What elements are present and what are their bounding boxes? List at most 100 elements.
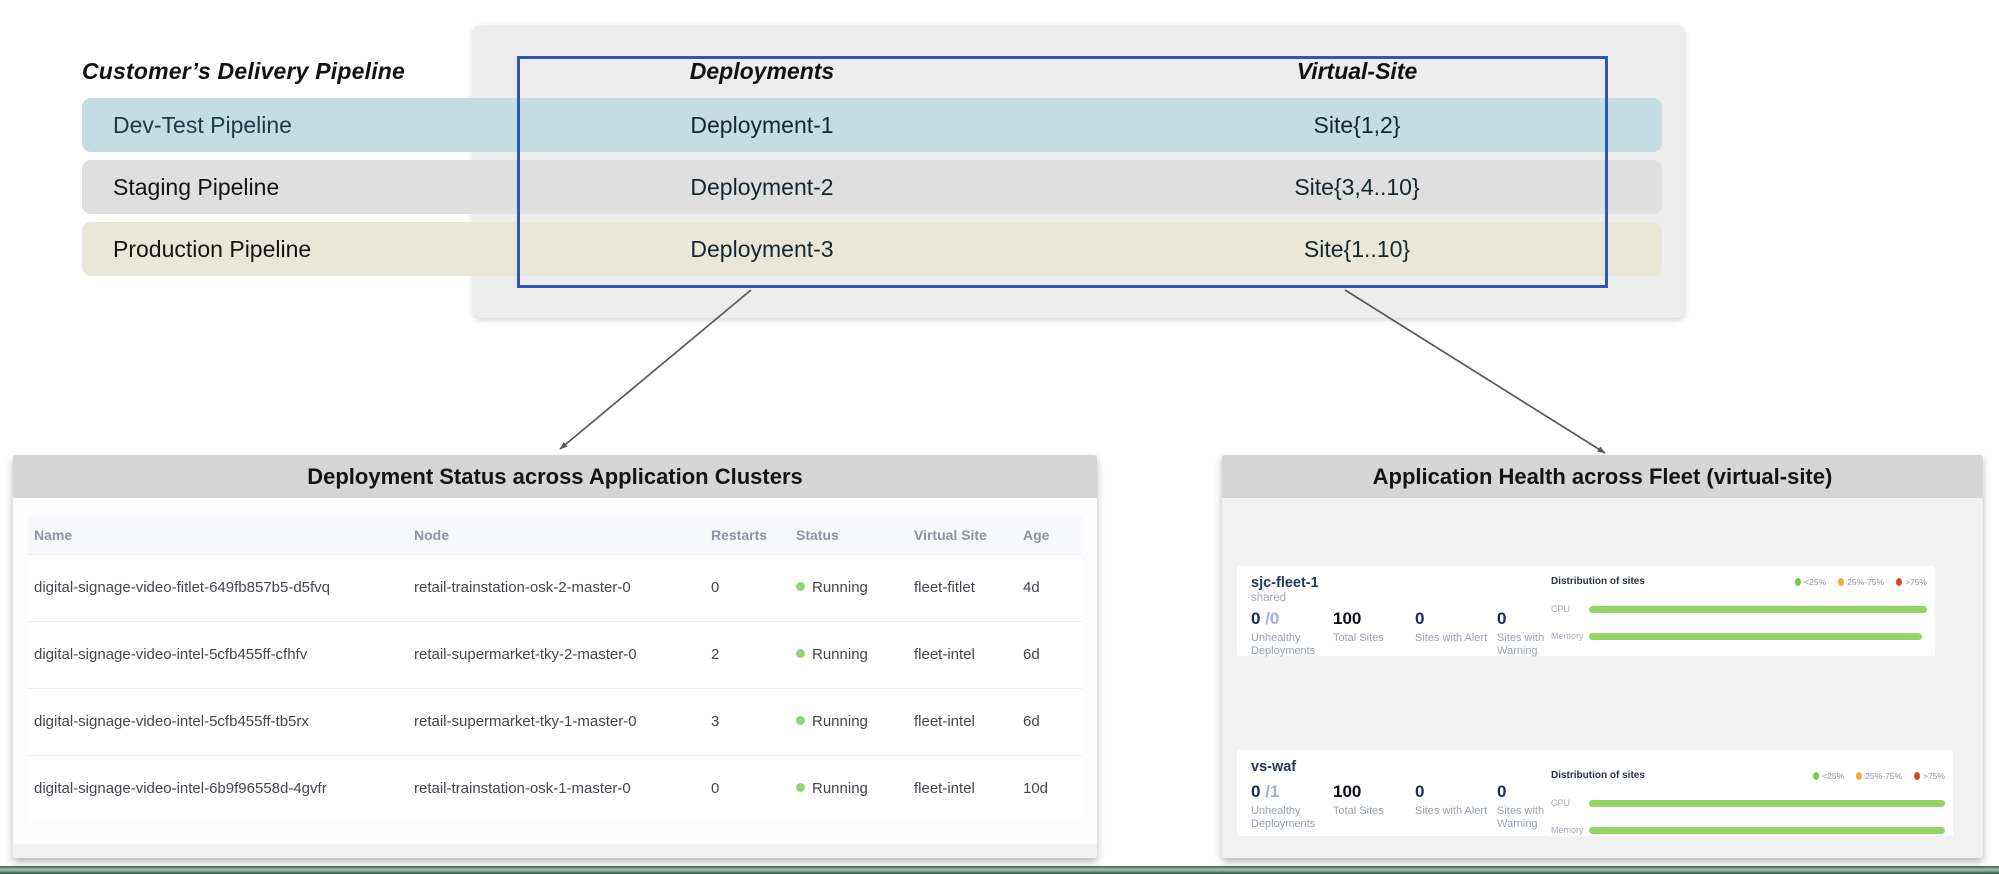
cpu-bar: [1589, 605, 1927, 613]
application-health-body: sjc-fleet-1 shared 0 /0 Unhealthy Deploy…: [1222, 498, 1983, 858]
column-header-virtual-site: Virtual-Site: [1296, 57, 1418, 84]
deployment-status-title: Deployment Status across Application Clu…: [307, 463, 803, 489]
pipeline-row-deployment: Deployment-3: [690, 235, 834, 262]
status-dot-icon: [796, 582, 805, 591]
legend-dot-orange-icon: [1838, 577, 1845, 586]
metric-sites-with-warning: 0 Sites with Warning: [1497, 782, 1545, 830]
cell-name: digital-signage-video-intel-6b9f96558d-4…: [28, 754, 408, 822]
cell-virtual-site: fleet-fitlet: [908, 553, 1017, 621]
application-health-panel: Application Health across Fleet (virtual…: [1222, 455, 1983, 858]
metric-sites-with-warning: 0 Sites with Warning: [1497, 609, 1545, 657]
legend-dot-red-icon: [1896, 577, 1903, 586]
distribution-title: Distribution of sites: [1551, 576, 1645, 587]
pipeline-row-virtual-site: Site{3,4..10}: [1294, 173, 1420, 200]
application-health-title: Application Health across Fleet (virtual…: [1372, 463, 1833, 489]
col-header-restarts: Restarts: [705, 516, 790, 554]
memory-meter: Memory: [1551, 825, 1945, 835]
legend-dot-orange-icon: [1856, 771, 1863, 780]
status-text: Running: [812, 713, 868, 730]
cell-status: Running: [790, 687, 908, 755]
legend-dot-green-icon: [1795, 577, 1802, 586]
col-header-virtual-site: Virtual Site: [908, 516, 1017, 554]
metric-sites-with-alert: 0 Sites with Alert: [1415, 609, 1488, 644]
metric-unhealthy-deployments: 0 /0 Unhealthy Deployments: [1251, 609, 1316, 657]
cell-virtual-site: fleet-intel: [908, 620, 1017, 688]
cell-age: 6d: [1017, 687, 1082, 755]
memory-bar: [1589, 632, 1922, 640]
cell-node: retail-trainstation-osk-1-master-0: [408, 754, 705, 822]
fleet-card-vs-waf: vs-waf 0 /1 Unhealthy Deployments 100 To…: [1237, 750, 1953, 836]
cell-status: Running: [790, 620, 908, 688]
deployment-status-panel: Deployment Status across Application Clu…: [13, 455, 1097, 858]
pipeline-header-row: Customer’s Delivery Pipeline Deployments…: [82, 50, 1662, 92]
cell-name: digital-signage-video-fitlet-649fb857b5-…: [28, 553, 408, 621]
legend-dot-green-icon: [1813, 771, 1820, 780]
pipeline-row-virtual-site: Site{1,2}: [1313, 111, 1401, 138]
status-text: Running: [812, 579, 868, 596]
status-dot-icon: [796, 649, 805, 658]
cell-node: retail-supermarket-tky-2-master-0: [408, 620, 705, 688]
pipeline-row-deployment: Deployment-2: [690, 173, 834, 200]
cell-restarts: 0: [705, 553, 790, 621]
deployment-status-titlebar: Deployment Status across Application Clu…: [13, 455, 1097, 498]
fleet-card-sjc-fleet-1: sjc-fleet-1 shared 0 /0 Unhealthy Deploy…: [1237, 566, 1935, 657]
pipeline-row-staging: Staging Pipeline Deployment-2 Site{3,4..…: [82, 160, 1662, 214]
fleet-name: sjc-fleet-1: [1251, 575, 1319, 591]
status-text: Running: [812, 646, 868, 663]
distribution-legend: <25% 25%-75% >75%: [1795, 577, 1927, 587]
pipeline-row-label: Staging Pipeline: [113, 173, 280, 200]
table-row: digital-signage-video-intel-5cfb455ff-cf…: [28, 620, 1082, 688]
cpu-meter: CPU: [1551, 798, 1945, 808]
column-header-deployments: Deployments: [689, 57, 835, 84]
status-dot-icon: [796, 783, 805, 793]
cell-status: Running: [790, 553, 908, 621]
pipeline-row-production: Production Pipeline Deployment-3 Site{1.…: [82, 222, 1662, 276]
col-header-name: Name: [28, 516, 408, 554]
panel-footer-strip: [13, 844, 1097, 858]
metric-sites-with-alert: 0 Sites with Alert: [1415, 782, 1488, 817]
distribution-title: Distribution of sites: [1551, 770, 1645, 781]
cpu-meter: CPU: [1551, 604, 1927, 614]
cell-node: retail-trainstation-osk-2-master-0: [408, 553, 705, 621]
pipeline-row-dev-test: Dev-Test Pipeline Deployment-1 Site{1,2}: [82, 98, 1662, 152]
fleet-name: vs-waf: [1251, 759, 1297, 775]
cell-name: digital-signage-video-intel-5cfb455ff-cf…: [28, 620, 408, 688]
fleet-subtitle: [1251, 776, 1551, 778]
metric-total-sites: 100 Total Sites: [1333, 782, 1384, 817]
slide-footer-bar: [0, 866, 1999, 874]
col-header-node: Node: [408, 516, 705, 554]
col-header-age: Age: [1017, 516, 1082, 554]
memory-bar: [1589, 826, 1945, 834]
pipeline-row-deployment: Deployment-1: [690, 111, 834, 138]
legend-dot-red-icon: [1914, 771, 1921, 780]
col-header-status: Status: [790, 516, 908, 554]
table-row: digital-signage-video-fitlet-649fb857b5-…: [28, 553, 1082, 621]
cell-virtual-site: fleet-intel: [908, 754, 1017, 822]
deployment-status-body: Name Node Restarts Status Virtual Site A…: [13, 498, 1097, 844]
cell-status: Running: [790, 754, 908, 822]
deployment-status-table: Name Node Restarts Status Virtual Site A…: [28, 516, 1082, 822]
application-health-titlebar: Application Health across Fleet (virtual…: [1222, 455, 1983, 498]
status-dot-icon: [796, 716, 805, 725]
distribution-of-sites: Distribution of sites <25% 25%-75% >75% …: [1551, 575, 1927, 648]
cell-node: retail-supermarket-tky-1-master-0: [408, 687, 705, 755]
cell-age: 4d: [1017, 553, 1082, 621]
cell-name: digital-signage-video-intel-5cfb455ff-tb…: [28, 687, 408, 755]
cell-restarts: 2: [705, 620, 790, 688]
pipeline-row-virtual-site: Site{1..10}: [1303, 235, 1411, 262]
table-row: digital-signage-video-intel-6b9f96558d-4…: [28, 754, 1082, 822]
pipeline-row-label: Production Pipeline: [113, 235, 312, 262]
table-header-row: Name Node Restarts Status Virtual Site A…: [28, 516, 1082, 554]
metric-total-sites: 100 Total Sites: [1333, 609, 1384, 644]
table-row: digital-signage-video-intel-5cfb455ff-tb…: [28, 687, 1082, 755]
pipeline-title: Customer’s Delivery Pipeline: [82, 57, 406, 84]
pipeline-row-label: Dev-Test Pipeline: [113, 111, 292, 138]
fleet-subtitle: shared: [1251, 592, 1287, 604]
memory-meter: Memory: [1551, 631, 1927, 641]
status-text: Running: [812, 780, 868, 798]
cell-age: 6d: [1017, 620, 1082, 688]
cell-restarts: 3: [705, 687, 790, 755]
distribution-of-sites: Distribution of sites <25% 25%-75% >75% …: [1551, 759, 1945, 835]
metric-unhealthy-deployments: 0 /1 Unhealthy Deployments: [1251, 782, 1316, 830]
